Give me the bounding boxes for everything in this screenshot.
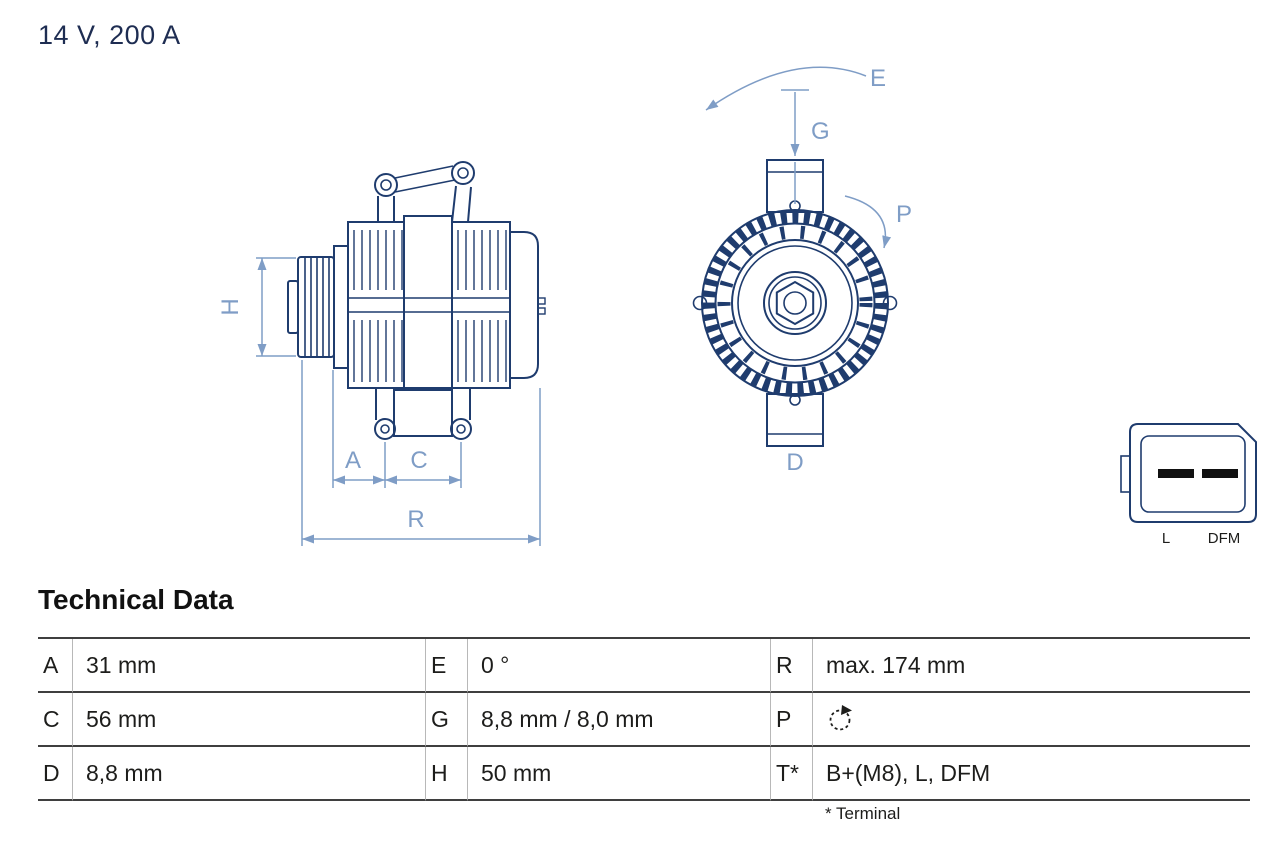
- connector-outline: [1129, 423, 1257, 523]
- shaft-collar: [768, 276, 822, 330]
- inner-ring-outer: [731, 239, 859, 367]
- bottom-right-lug: [450, 418, 472, 440]
- table-cell-value: 50 mm: [467, 747, 770, 801]
- inner-ring-inner: [737, 245, 853, 361]
- angle-E-arc: [705, 66, 867, 111]
- table-cell-label: P: [770, 693, 812, 747]
- top-right-lug-stem: [451, 185, 472, 223]
- connector-drawing: [1120, 423, 1257, 523]
- pulley-grooves: [304, 258, 330, 356]
- terminal-stub: [537, 307, 546, 315]
- shaft-boss: [763, 271, 827, 335]
- shaft-nut-hex: [775, 280, 815, 326]
- bottom-boss-hole: [789, 394, 801, 406]
- top-right-lug: [451, 161, 475, 185]
- front-view-annotations: [705, 66, 892, 249]
- connector-pin-DFM: [1202, 469, 1238, 478]
- technical-data-heading: Technical Data: [38, 584, 234, 615]
- table-cell-value: 8,8 mm / 8,0 mm: [467, 693, 770, 747]
- center-section: [403, 215, 453, 389]
- alternator-front-view: [692, 159, 898, 447]
- top-mounting-boss: [766, 159, 824, 213]
- table-cell-label: A: [38, 639, 72, 693]
- dim-label-A: A: [345, 447, 361, 474]
- table-cell-value: 8,8 mm: [72, 747, 425, 801]
- table-cell-label: C: [38, 693, 72, 747]
- stator-band: [348, 297, 510, 313]
- lug-strap: [394, 165, 456, 193]
- bottom-right-lug-hole: [456, 424, 466, 434]
- dim-label-E: E: [870, 65, 886, 92]
- left-ear-hole: [692, 295, 708, 311]
- dim-label-P: P: [896, 201, 912, 228]
- dim-label-R: R: [407, 506, 424, 533]
- connector-pin-label-L: L: [1162, 530, 1170, 547]
- technical-data-table: A 31 mm E 0 ° R max. 174 mm C 56 mm G 8,…: [38, 637, 1250, 801]
- shaft-center-hole: [783, 291, 807, 315]
- table-cell-label: E: [425, 639, 467, 693]
- dim-R-extensions: [301, 360, 541, 546]
- dim-label-D: D: [786, 449, 803, 476]
- table-cell-label: H: [425, 747, 467, 801]
- rotation-direction-icon: [829, 705, 852, 731]
- top-left-lug-stem: [377, 196, 395, 222]
- dim-label-H: H: [217, 298, 244, 315]
- dim-label-C: C: [410, 447, 427, 474]
- terminal-footnote: * Terminal: [825, 804, 901, 823]
- table-cell-label: T*: [770, 747, 812, 801]
- bottom-bracket: [393, 389, 453, 437]
- teeth-inner-edge: [714, 222, 876, 384]
- rear-cover: [509, 231, 539, 379]
- table-cell-label: G: [425, 693, 467, 747]
- connector-pin-label-DFM: DFM: [1208, 530, 1241, 547]
- connector-inner: [1140, 435, 1246, 513]
- side-view-dimensions: [256, 257, 541, 546]
- table-cell-value: max. 174 mm: [812, 639, 1250, 693]
- fan-blades: [717, 225, 873, 381]
- terminal-stub: [537, 297, 546, 305]
- table-cell-label: D: [38, 747, 72, 801]
- outer-ring: [701, 209, 889, 397]
- top-left-lug-hole: [380, 179, 392, 191]
- table-cell-label: R: [770, 639, 812, 693]
- alternator-side-view: [287, 161, 546, 440]
- table-cell-value: 56 mm: [72, 693, 425, 747]
- product-spec-title: 14 V, 200 A: [38, 20, 181, 50]
- connector-tab: [1120, 455, 1131, 493]
- connector-pin-L: [1158, 469, 1194, 478]
- table-cell-value: B+(M8), L, DFM: [812, 747, 1250, 801]
- table-cell-value: 31 mm: [72, 639, 425, 693]
- top-left-lug: [374, 173, 398, 197]
- bottom-mounting-boss: [766, 393, 824, 447]
- right-ear-hole: [882, 295, 898, 311]
- front-housing: [333, 245, 349, 369]
- product-drawing: H A C R E G P D: [217, 65, 1257, 547]
- bottom-left-lug: [374, 418, 396, 440]
- top-right-lug-hole: [457, 167, 469, 179]
- pulley-hub: [287, 280, 299, 334]
- rotation-P-arrow: [844, 195, 892, 249]
- table-cell-value: 0 °: [467, 639, 770, 693]
- bottom-left-lug-hole: [380, 424, 390, 434]
- cooling-teeth: [702, 210, 888, 396]
- table-cell-rotation: [812, 693, 1250, 747]
- dim-label-G: G: [811, 118, 830, 145]
- bottom-lug-stems: [375, 388, 471, 420]
